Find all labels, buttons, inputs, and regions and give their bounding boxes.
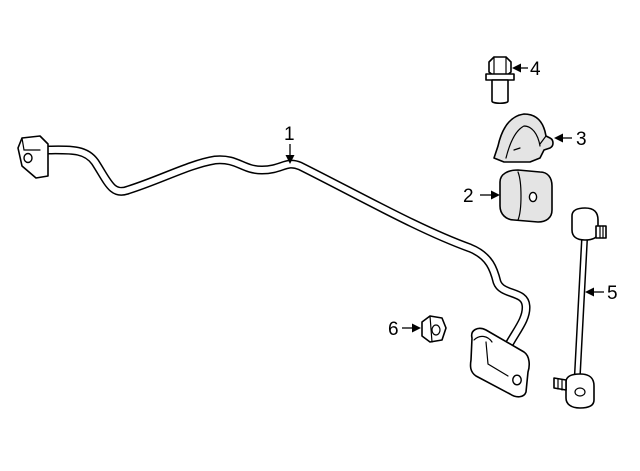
callout-5-label: 5	[607, 283, 618, 304]
callout-2: 2	[463, 186, 500, 207]
stabilizer-link	[553, 207, 607, 409]
callout-4-label: 4	[530, 59, 541, 80]
callout-6: 6	[388, 319, 421, 340]
lower-ball-joint	[553, 373, 595, 409]
callout-3-label: 3	[576, 129, 587, 150]
upper-ball-joint	[571, 207, 607, 241]
callout-6-label: 6	[388, 319, 399, 340]
nut	[421, 315, 447, 343]
callout-4: 4	[512, 59, 541, 80]
bracket	[493, 113, 554, 163]
callout-5: 5	[585, 283, 618, 304]
left-end-hole	[23, 152, 33, 164]
right-end-hole	[512, 374, 522, 386]
callout-1: 1	[284, 124, 295, 164]
callout-3: 3	[554, 129, 587, 150]
bolt	[485, 56, 515, 105]
callout-2-label: 2	[463, 186, 474, 207]
bushing-hole	[528, 191, 538, 203]
callout-1-label: 1	[284, 124, 295, 145]
bushing	[499, 169, 553, 223]
stabilizer-bar	[17, 135, 531, 398]
left-end-bracket	[17, 135, 49, 179]
right-end-bracket	[469, 327, 530, 398]
